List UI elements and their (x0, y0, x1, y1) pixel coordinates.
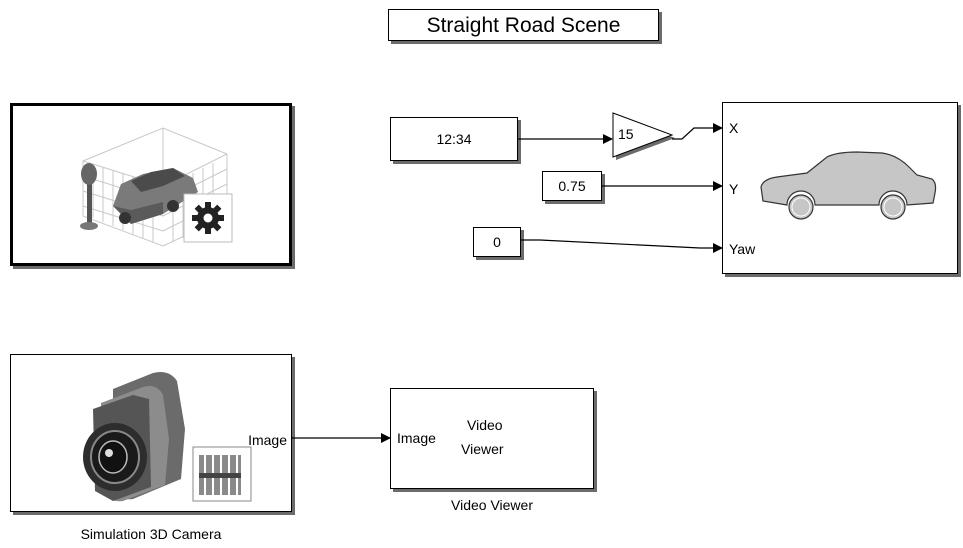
wire-gain-to-x (672, 123, 723, 140)
constant-y-block[interactable]: 0.75 (542, 171, 602, 201)
video-viewer-block[interactable]: Image Video Viewer (390, 388, 594, 489)
diagram-title: Straight Road Scene (388, 9, 659, 41)
scene-configuration-block[interactable] (10, 103, 292, 266)
gain-block[interactable] (608, 110, 678, 164)
gain-value: 15 (618, 126, 634, 142)
camera-icon (83, 372, 252, 502)
car-icon (760, 151, 937, 220)
viewer-label-line1: Video (467, 417, 503, 433)
wire-yaw-to-vehicle (521, 239, 723, 253)
constant-x-value: 12:34 (436, 131, 472, 147)
constant-y-value: 0.75 (558, 178, 586, 194)
vehicle-port-yaw: Yaw (729, 241, 756, 257)
constant-yaw-block[interactable]: 0 (473, 227, 521, 257)
viewer-port-image: Image (397, 430, 436, 446)
constant-yaw-value: 0 (493, 234, 501, 250)
camera-caption: Simulation 3D Camera (80, 526, 222, 542)
vehicle-port-y: Y (729, 181, 739, 197)
simulation-3d-vehicle-block[interactable]: X Y Yaw (722, 102, 958, 274)
scene-configuration-icon (80, 127, 233, 247)
simulation-3d-camera-block[interactable]: Image (10, 354, 292, 512)
camera-port-image: Image (248, 432, 287, 448)
video-viewer-caption: Video Viewer (451, 497, 533, 513)
constant-x-block[interactable]: 12:34 (390, 117, 518, 161)
vehicle-port-x: X (729, 120, 739, 136)
viewer-label-line2: Viewer (461, 441, 504, 457)
